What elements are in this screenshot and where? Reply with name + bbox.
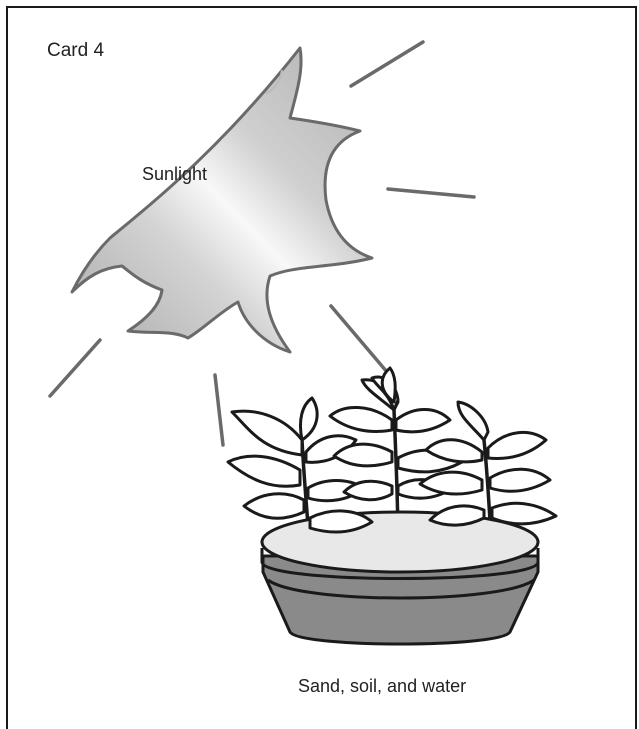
card-title: Card 4 <box>47 40 104 62</box>
sun-icon <box>72 48 372 352</box>
sun-ray <box>388 189 474 197</box>
sun-ray <box>351 42 423 86</box>
potted-plants-icon <box>262 512 538 644</box>
plant-leaves <box>228 368 556 532</box>
sun-ray <box>215 375 223 445</box>
sun-ray <box>331 306 387 372</box>
pot-contents-label: Sand, soil, and water <box>298 676 466 697</box>
sunlight-label: Sunlight <box>142 164 207 185</box>
sun-ray <box>50 340 100 396</box>
